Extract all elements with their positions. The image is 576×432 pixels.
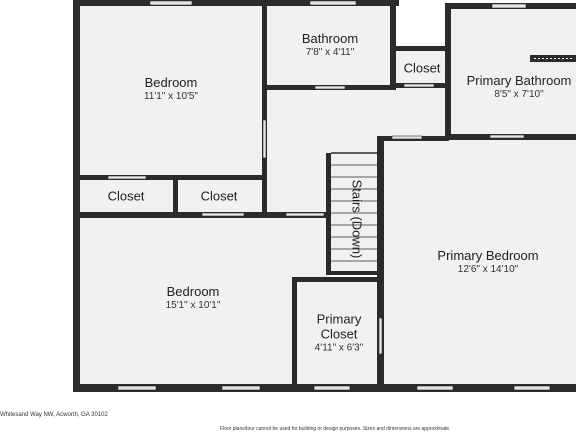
room-dimensions: 8'5" x 7'10" [494, 89, 544, 100]
room-label-primary-closet: Primary Closet 4'11" x 6'3" [315, 312, 364, 355]
room-name: Bedroom [144, 75, 198, 90]
room-dimensions: 11'1" x 10'5" [143, 91, 199, 102]
room-label-closet-right: Closet [201, 189, 238, 204]
room-name-line-2: Closet [320, 326, 358, 342]
stairs-label: Stairs (Down) [349, 179, 365, 259]
room-label-closet-hall: Closet [404, 61, 441, 76]
room-label-bedroom-top: Bedroom 11'1" x 10'5" [144, 75, 198, 103]
openings [107, 0, 551, 391]
room-label-bedroom-bottom: Bedroom 15'1" x 10'1" [166, 284, 221, 312]
room-dimensions: 4'11" x 6'3" [314, 342, 364, 354]
room-name: Closet [403, 60, 441, 76]
room-name: Primary Bathroom [466, 73, 572, 88]
room-label-primary-bedroom: Primary Bedroom 12'6" x 14'10" [437, 248, 538, 276]
stair-treads [331, 152, 382, 262]
room-name: Primary Bedroom [437, 248, 539, 263]
room-dimensions: 15'1" x 10'1" [165, 300, 221, 311]
room-name: Closet [200, 188, 238, 204]
room-name: Bathroom [301, 31, 359, 46]
footer-disclaimer: Floor plans/tour cannot be used for buil… [220, 426, 451, 432]
room-name: Closet [107, 188, 145, 204]
room-label-bathroom: Bathroom 7'8" x 4'11" [302, 31, 358, 59]
room-label-closet-left: Closet [108, 189, 145, 204]
room-dimensions: 7'8" x 4'11" [305, 47, 355, 58]
room-name: Bedroom [166, 284, 220, 299]
room-label-primary-bathroom: Primary Bathroom 8'5" x 7'10" [467, 73, 572, 101]
footer-address: Whitesand Way NW, Acworth, GA 30102 [0, 412, 108, 418]
room-dimensions: 12'6" x 14'10" [457, 264, 519, 275]
floor-areas [77, 3, 576, 388]
room-name-line-1: Primary [316, 311, 362, 327]
